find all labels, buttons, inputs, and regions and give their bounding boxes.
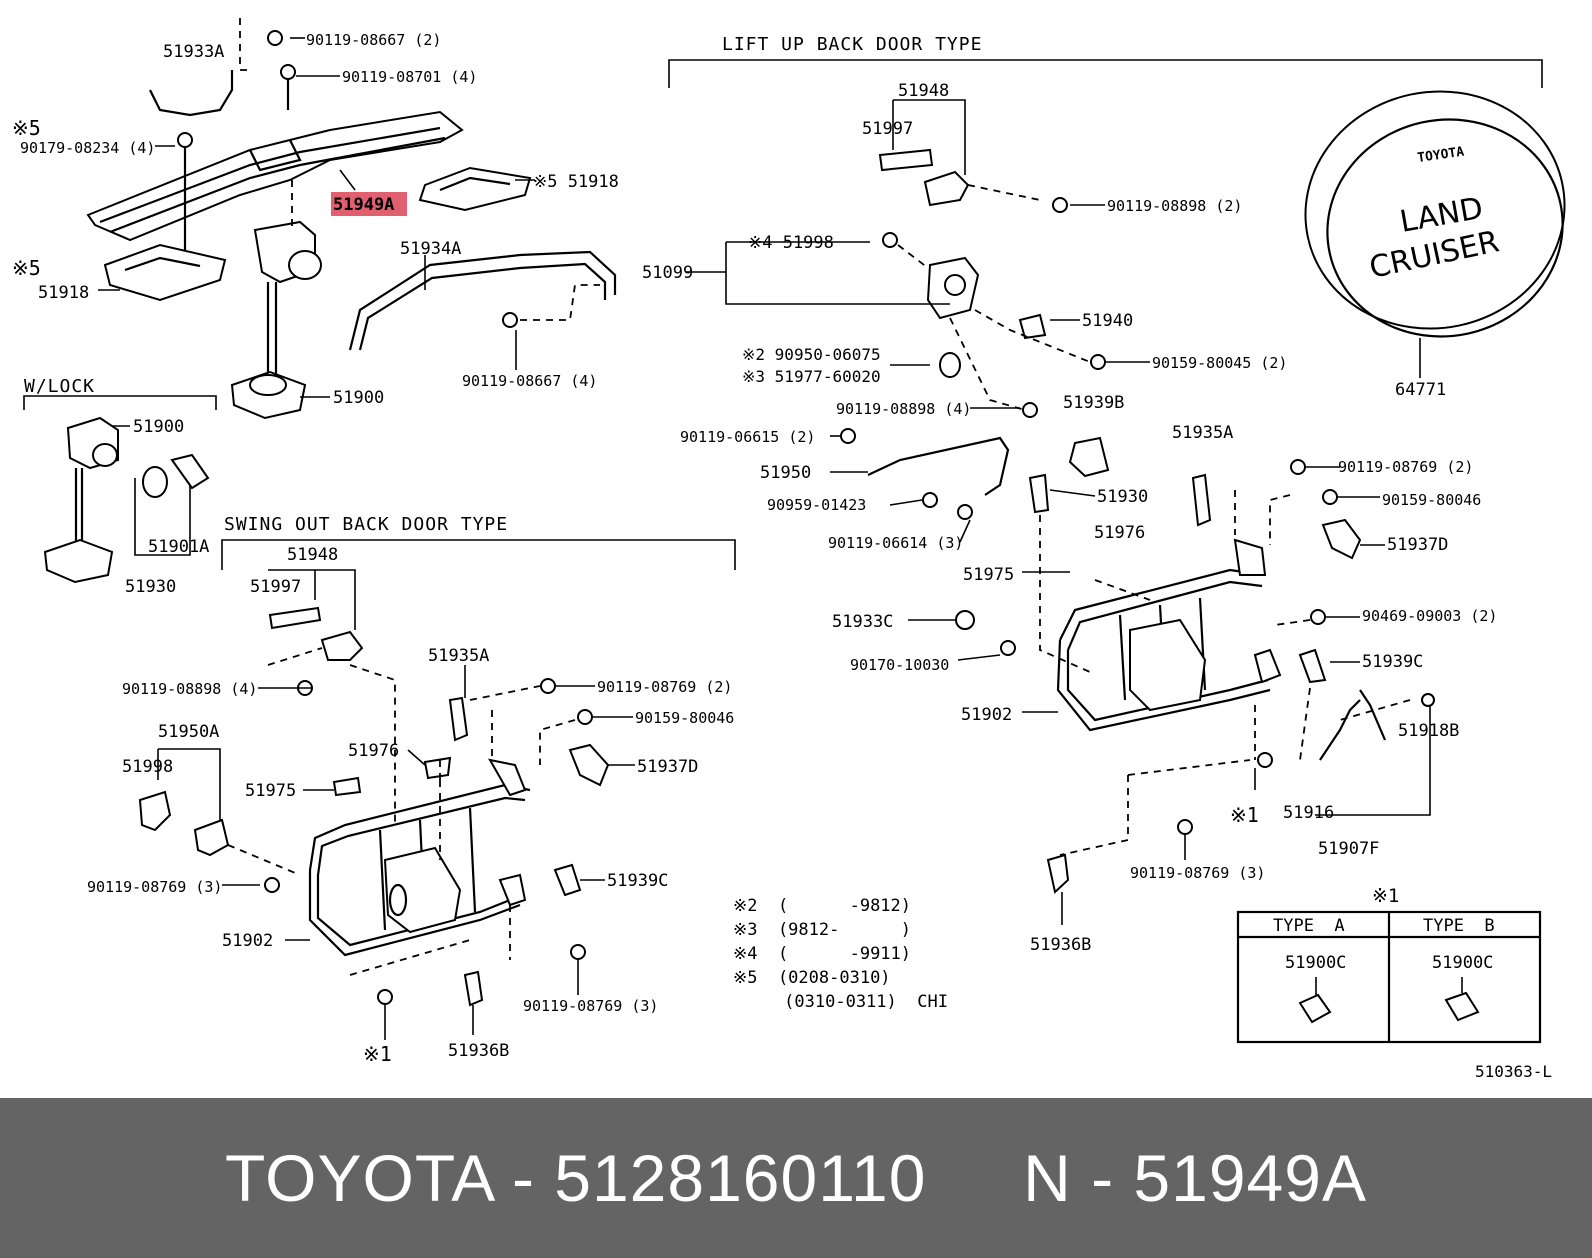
type-table-header-b: TYPE B xyxy=(1423,916,1495,936)
lu-label-90959-01423[interactable]: 90959-01423 xyxy=(767,496,866,514)
so-label-51939C[interactable]: 51939C xyxy=(607,871,668,891)
label-star5-b: ※5 xyxy=(12,256,41,280)
lu-label-90159-80045-2[interactable]: 90159-80045 (2) xyxy=(1152,354,1287,372)
so-label-star1[interactable]: ※1 xyxy=(363,1042,392,1066)
label-90119-08667-4[interactable]: 90119-08667 (4) xyxy=(462,372,597,390)
tire-brand-text: TOYOTA xyxy=(1416,145,1465,166)
so-label-90119-08769-3-left[interactable]: 90119-08769 (3) xyxy=(87,878,222,896)
lu-label-51907F[interactable]: 51907F xyxy=(1318,839,1379,859)
lu-label-90119-06614-3[interactable]: 90119-06614 (3) xyxy=(828,534,963,552)
label-90119-08701-4[interactable]: 90119-08701 (4) xyxy=(342,68,477,86)
so-label-51937D[interactable]: 51937D xyxy=(637,757,698,777)
lu-label-90119-08898-4[interactable]: 90119-08898 (4) xyxy=(836,400,971,418)
so-label-51950A[interactable]: 51950A xyxy=(158,722,219,742)
so-label-51998[interactable]: 51998 xyxy=(122,757,173,777)
spare-tire-drawing xyxy=(1304,90,1566,378)
type-table-title: ※1 xyxy=(1372,885,1399,907)
leader-lines xyxy=(98,37,1385,1040)
lu-label-51950[interactable]: 51950 xyxy=(760,463,811,483)
title-wlock: W/LOCK xyxy=(24,376,95,397)
lu-label-90159-80046[interactable]: 90159-80046 xyxy=(1382,491,1481,509)
lu-label-51902[interactable]: 51902 xyxy=(961,705,1012,725)
lu-label-90170-10030[interactable]: 90170-10030 xyxy=(850,656,949,674)
label-51933A[interactable]: 51933A xyxy=(163,42,224,62)
lu-label-90469-09003-2[interactable]: 90469-09003 (2) xyxy=(1362,607,1497,625)
note-line-4: ※5 (0208-0310) xyxy=(733,968,891,988)
lu-label-51935A[interactable]: 51935A xyxy=(1172,423,1233,443)
carrier-frame-drawing xyxy=(86,18,617,420)
label-star5-51918-right[interactable]: ※5 51918 xyxy=(533,172,619,192)
lu-label-51918B[interactable]: 51918B xyxy=(1398,721,1459,741)
lu-label-star2-90950[interactable]: ※2 90950-06075 xyxy=(742,345,881,364)
lu-label-51940[interactable]: 51940 xyxy=(1082,311,1133,331)
lu-label-51937D[interactable]: 51937D xyxy=(1387,535,1448,555)
note-line-1: ※2 ( -9812) xyxy=(733,896,911,916)
so-label-90119-08898-4[interactable]: 90119-08898 (4) xyxy=(122,680,257,698)
so-label-90119-08769-2[interactable]: 90119-08769 (2) xyxy=(597,678,732,696)
note-line-3: ※4 ( -9911) xyxy=(733,944,911,964)
wlock-label-51930[interactable]: 51930 xyxy=(125,577,176,597)
label-64771[interactable]: 64771 xyxy=(1395,380,1446,400)
footer-bar: TOYOTA - 5128160110 N - 51949A xyxy=(0,1098,1592,1258)
label-90119-08667-2[interactable]: 90119-08667 (2) xyxy=(306,31,441,49)
lu-label-90119-08769-3[interactable]: 90119-08769 (3) xyxy=(1130,864,1265,882)
so-label-51975[interactable]: 51975 xyxy=(245,781,296,801)
so-label-90119-08769-3-right[interactable]: 90119-08769 (3) xyxy=(523,997,658,1015)
wlock-drawing xyxy=(23,395,217,584)
parts-diagram: 51933A 90119-08667 (2) 90119-08701 (4) ※… xyxy=(12,18,1566,1081)
notes-block: ※2 ( -9812) ※3 (9812- ) ※4 ( -9911) ※5 (… xyxy=(733,896,948,1012)
lu-label-90119-08769-2[interactable]: 90119-08769 (2) xyxy=(1338,458,1473,476)
lu-label-90119-06615-2[interactable]: 90119-06615 (2) xyxy=(680,428,815,446)
lu-label-51976[interactable]: 51976 xyxy=(1094,523,1145,543)
type-table-cell-a[interactable]: 51900C xyxy=(1285,953,1346,973)
lu-label-51975[interactable]: 51975 xyxy=(963,565,1014,585)
so-label-51936B[interactable]: 51936B xyxy=(448,1041,509,1061)
lu-label-51948[interactable]: 51948 xyxy=(898,81,949,101)
type-table-cell-b[interactable]: 51900C xyxy=(1432,953,1493,973)
so-label-51935A[interactable]: 51935A xyxy=(428,646,489,666)
part-labels: 51933A 90119-08667 (2) 90119-08701 (4) ※… xyxy=(12,31,1502,1066)
lu-label-star4-51998[interactable]: ※4 51998 xyxy=(748,233,834,253)
so-label-90159-80046[interactable]: 90159-80046 xyxy=(635,709,734,727)
so-label-51997[interactable]: 51997 xyxy=(250,577,301,597)
lu-label-51997[interactable]: 51997 xyxy=(862,119,913,139)
label-51949A[interactable]: 51949A xyxy=(333,195,394,215)
lu-label-51939C[interactable]: 51939C xyxy=(1362,652,1423,672)
lu-label-51933C[interactable]: 51933C xyxy=(832,612,893,632)
lu-label-90119-08898-2[interactable]: 90119-08898 (2) xyxy=(1107,197,1242,215)
lu-label-51930[interactable]: 51930 xyxy=(1097,487,1148,507)
type-table-text: ※1 TYPE A TYPE B 51900C 51900C xyxy=(1273,885,1495,973)
footer-caption: TOYOTA - 5128160110 N - 51949A xyxy=(225,1141,1367,1215)
wlock-label-51900[interactable]: 51900 xyxy=(133,417,184,437)
note-line-5: (0310-0311) CHI xyxy=(733,992,948,1012)
title-swing-out: SWING OUT BACK DOOR TYPE xyxy=(224,514,508,535)
type-table-header-a: TYPE A xyxy=(1273,916,1345,936)
title-lift-up: LIFT UP BACK DOOR TYPE xyxy=(722,34,982,55)
lu-label-star1[interactable]: ※1 xyxy=(1230,803,1259,827)
lu-label-51099[interactable]: 51099 xyxy=(642,263,693,283)
so-label-51902[interactable]: 51902 xyxy=(222,931,273,951)
type-table xyxy=(1236,910,1542,1044)
label-51918-left[interactable]: 51918 xyxy=(38,283,89,303)
wlock-label-51901A[interactable]: 51901A xyxy=(148,537,209,557)
reference-code: 510363-L xyxy=(1475,1062,1552,1081)
label-51900-top[interactable]: 51900 xyxy=(333,388,384,408)
highlight-box xyxy=(331,192,407,216)
label-star5-a: ※5 xyxy=(12,116,41,140)
lu-label-star3-51977[interactable]: ※3 51977-60020 xyxy=(742,367,881,386)
label-90179-08234-4[interactable]: 90179-08234 (4) xyxy=(20,139,155,157)
lu-label-51936B[interactable]: 51936B xyxy=(1030,935,1091,955)
lu-label-51939B[interactable]: 51939B xyxy=(1063,393,1124,413)
so-label-51948[interactable]: 51948 xyxy=(287,545,338,565)
lu-label-51916[interactable]: 51916 xyxy=(1283,803,1334,823)
label-51934A[interactable]: 51934A xyxy=(400,239,461,259)
so-label-51976[interactable]: 51976 xyxy=(348,741,399,761)
swing-out-drawing xyxy=(138,539,736,1007)
note-line-2: ※3 (9812- ) xyxy=(733,920,911,940)
